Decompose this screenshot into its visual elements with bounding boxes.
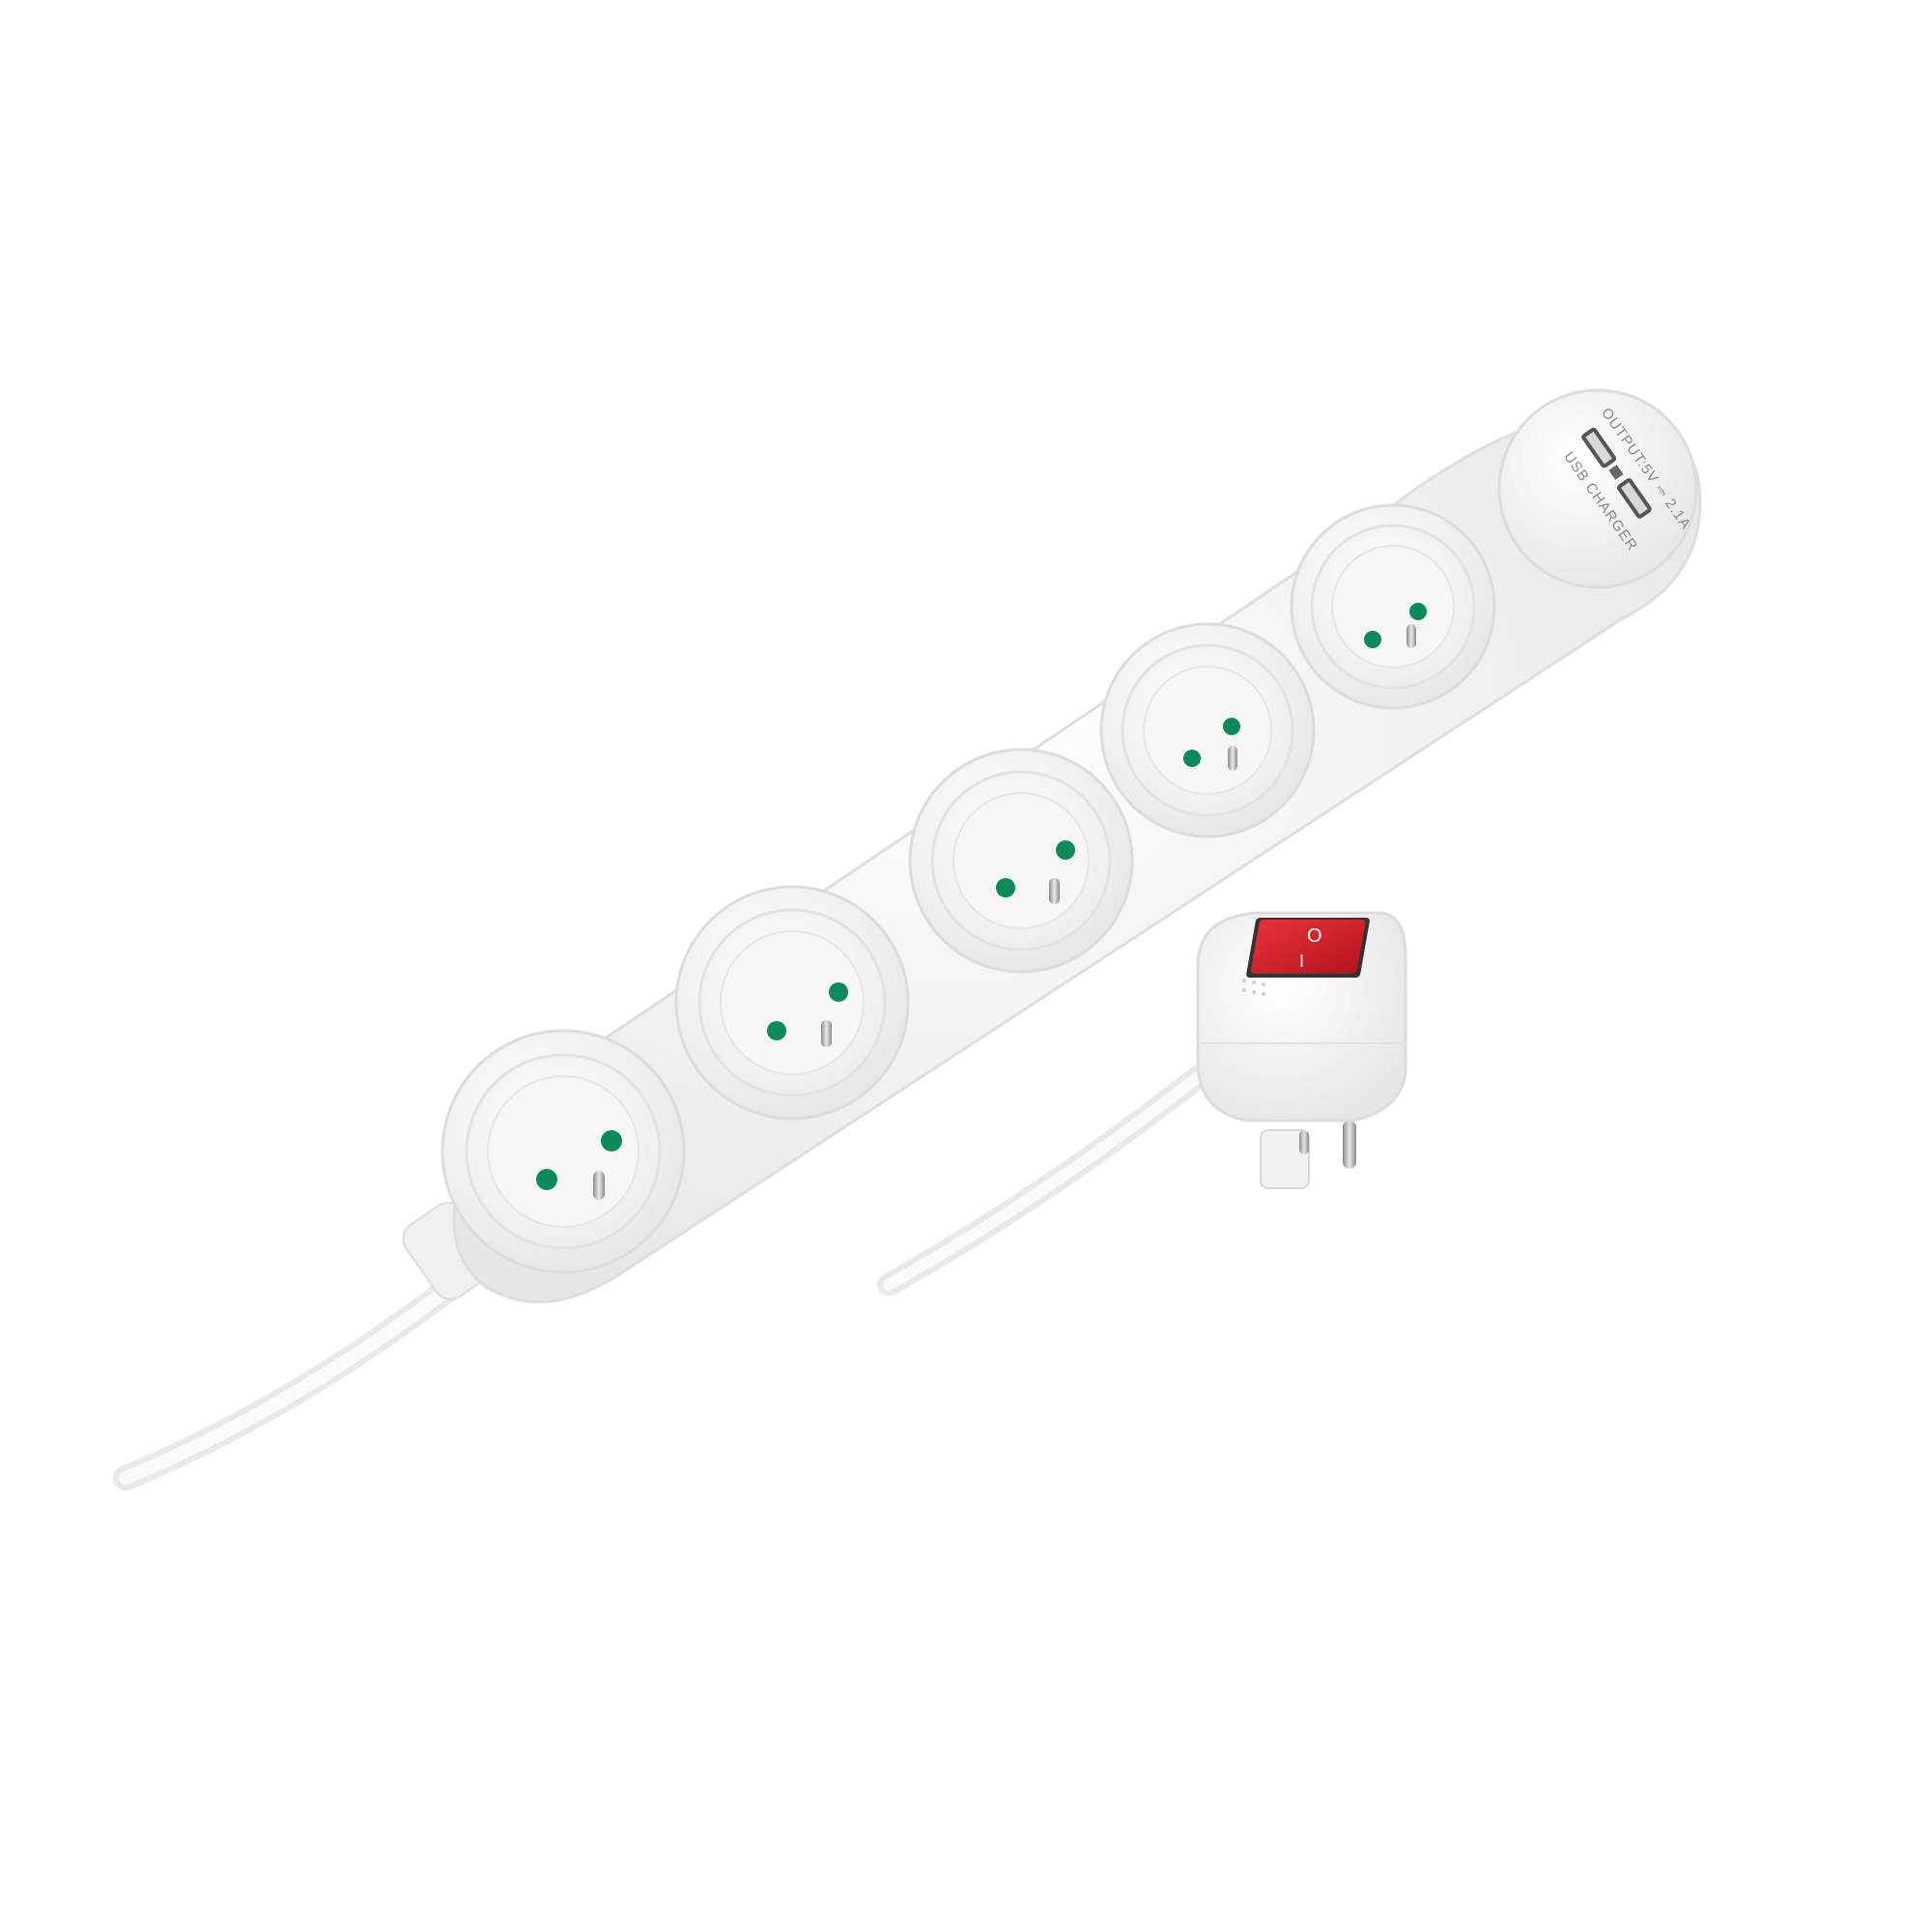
outlet-hole-icon xyxy=(601,1130,622,1151)
usb-port-1[interactable] xyxy=(1581,427,1617,469)
outlet-1[interactable] xyxy=(440,1029,686,1274)
outlet-hole-icon xyxy=(1409,603,1427,620)
power-strip: USB CHARGER OUTPUT:5V ⎓ 2.1A xyxy=(440,388,1702,1304)
outlet-hole-icon xyxy=(1056,840,1075,860)
usb-charger-module: USB CHARGER OUTPUT:5V ⎓ 2.1A xyxy=(1497,388,1698,589)
ground-pin-icon xyxy=(1406,624,1416,648)
power-switch[interactable]: O I xyxy=(1246,918,1371,978)
grip-dots-icon xyxy=(1242,979,1265,996)
plug-pin-icon xyxy=(1299,1130,1309,1154)
switch-off-symbol: O xyxy=(1307,925,1322,947)
switched-plug: O I xyxy=(1196,911,1407,1189)
ground-pin-icon xyxy=(821,1020,832,1047)
outlet-hole-icon xyxy=(536,1169,557,1190)
ground-pin-icon xyxy=(593,1171,605,1200)
usb-indicator-led xyxy=(1608,465,1624,480)
outlet-2[interactable] xyxy=(674,885,910,1121)
switch-on-symbol: I xyxy=(1299,952,1304,971)
outlet-hole-icon xyxy=(1364,631,1381,648)
plug-pin-icon xyxy=(1343,1121,1356,1169)
outlet-4[interactable] xyxy=(1099,622,1316,838)
outlet-hole-icon xyxy=(1183,750,1201,767)
outlet-hole-icon xyxy=(767,1021,786,1040)
outlet-5[interactable] xyxy=(1290,503,1496,710)
ground-pin-icon xyxy=(1228,746,1237,771)
strip-cable xyxy=(113,1272,467,1491)
ground-pin-icon xyxy=(1049,878,1060,904)
plug-cable xyxy=(877,1065,1209,1296)
outlet-hole-icon xyxy=(1223,718,1240,735)
usb-port-2[interactable] xyxy=(1617,478,1652,519)
outlet-hole-icon xyxy=(829,982,848,1002)
outlet-3[interactable] xyxy=(908,748,1134,974)
outlet-hole-icon xyxy=(996,878,1015,897)
